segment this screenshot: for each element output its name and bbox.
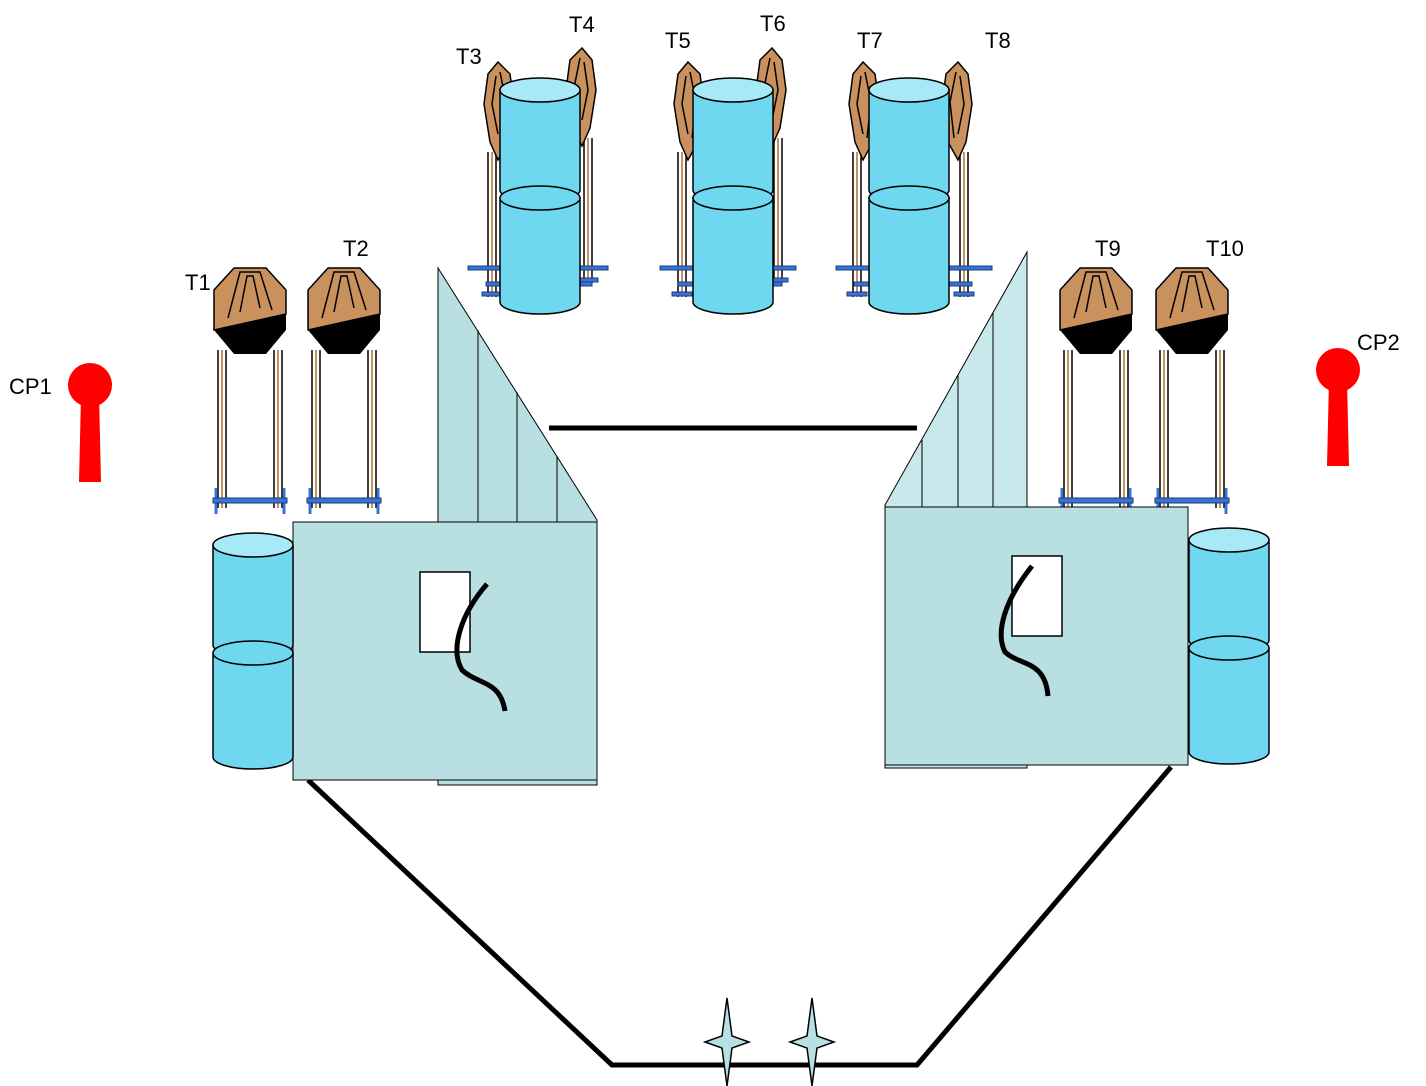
marker-cp2 — [1316, 348, 1360, 466]
start-star-right — [787, 997, 837, 1086]
label-t10: T10 — [1206, 236, 1244, 261]
target-t1 — [211, 266, 289, 516]
barrel-stack-top-left — [499, 77, 581, 315]
label-t1: T1 — [185, 270, 211, 295]
barrel-stack-top-right — [868, 77, 950, 315]
right-wall-window — [1011, 555, 1063, 637]
start-star-left — [702, 997, 752, 1086]
label-t9: T9 — [1095, 236, 1121, 261]
label-t4: T4 — [569, 12, 595, 37]
target-t9 — [1057, 266, 1135, 516]
barrel-stack-top-middle — [692, 77, 774, 315]
label-cp1: CP1 — [9, 374, 52, 399]
left-wall — [292, 266, 598, 786]
label-t7: T7 — [857, 28, 883, 53]
barrel-stack-right — [1188, 527, 1270, 765]
lane-boundary — [306, 765, 1173, 1068]
label-t2: T2 — [343, 236, 369, 261]
barrel-stack-left — [212, 532, 294, 770]
left-wall-rope — [454, 582, 508, 712]
right-wall — [884, 250, 1189, 769]
label-t6: T6 — [760, 11, 786, 36]
right-wall-rope — [998, 564, 1051, 697]
label-t3: T3 — [456, 44, 482, 69]
marker-cp1 — [68, 363, 112, 482]
label-t8: T8 — [985, 28, 1011, 53]
label-t5: T5 — [665, 28, 691, 53]
label-cp2: CP2 — [1357, 330, 1400, 355]
target-t2 — [305, 266, 383, 516]
left-wall-window — [419, 571, 471, 653]
target-t10 — [1153, 266, 1231, 516]
